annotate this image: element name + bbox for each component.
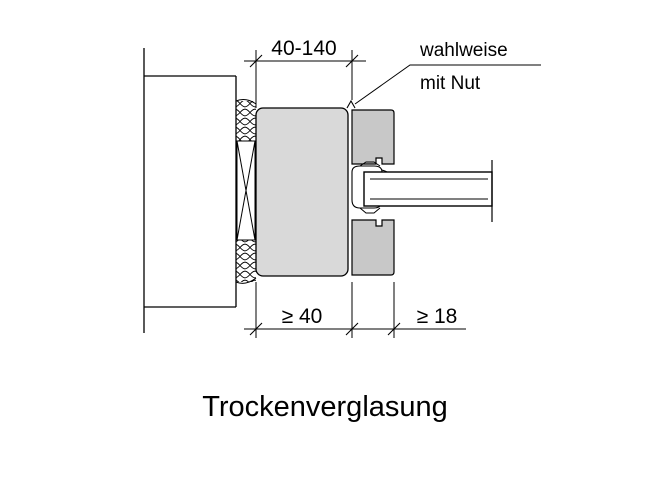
note-line-2: mit Nut [420, 73, 481, 94]
dim-label-frame: ≥ 40 [282, 305, 323, 328]
dim-label-top: 40-140 [271, 37, 336, 60]
frame-profile [255, 107, 349, 277]
dim-label-glazing: ≥ 18 [417, 305, 458, 328]
note-leader [354, 64, 541, 105]
groove-notch [346, 99, 356, 109]
glazing-bead [351, 109, 395, 276]
dimension-top [244, 50, 366, 108]
dimension-bottom [244, 282, 466, 338]
glass-pane [363, 160, 493, 222]
caption: Trockenverglasung [202, 391, 448, 423]
insulation-joint [235, 99, 257, 284]
note-line-1: wahlweise [419, 40, 508, 61]
wall [143, 48, 237, 333]
